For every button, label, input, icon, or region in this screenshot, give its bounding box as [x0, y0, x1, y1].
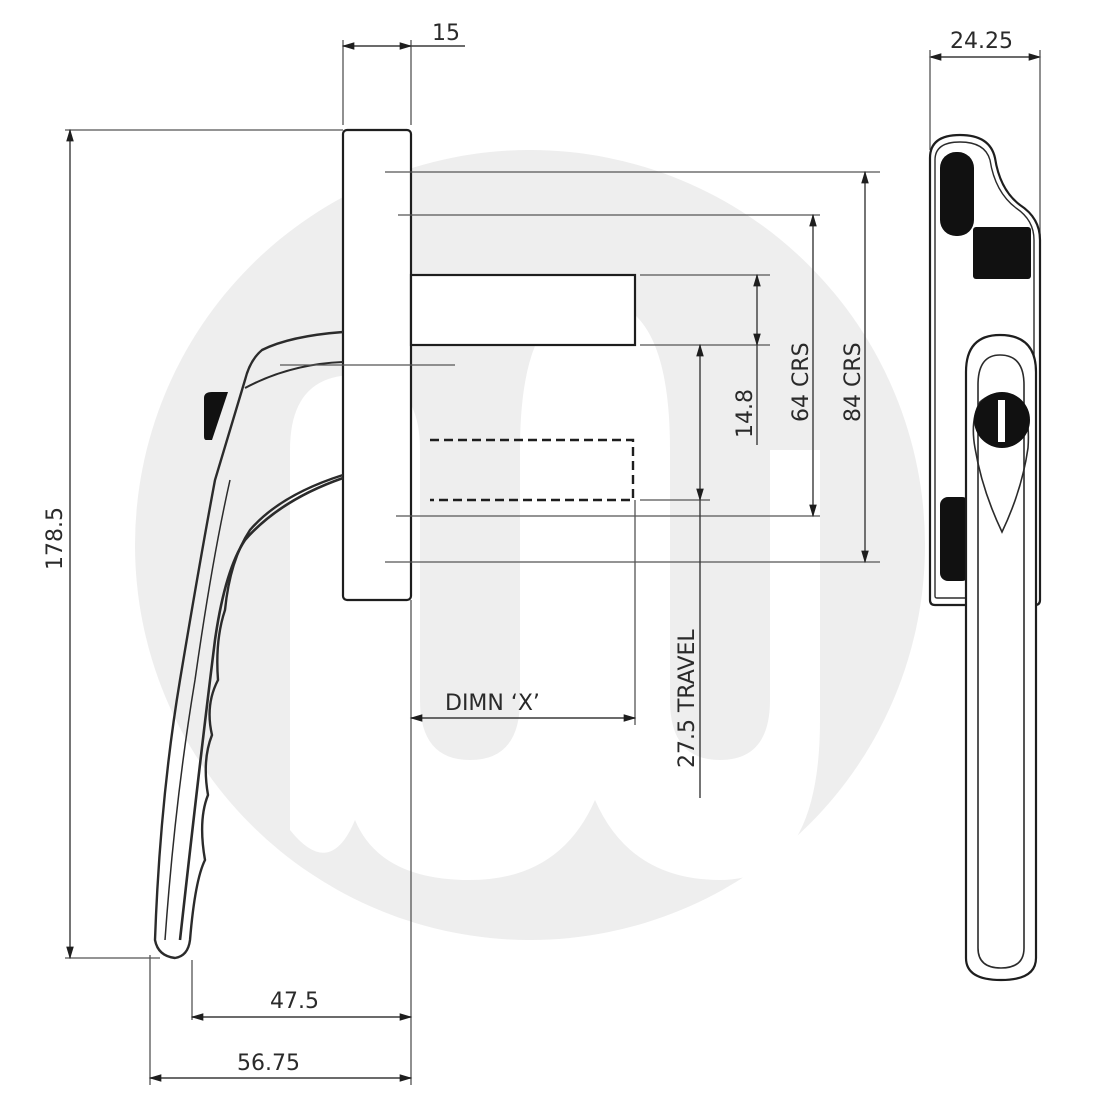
dim-label-178-5: 178.5 — [43, 507, 68, 570]
side-view — [928, 133, 1042, 982]
fixing-cover-top — [940, 152, 974, 236]
dim-label-47-5: 47.5 — [270, 989, 319, 1014]
dim-label-x: DIMN ‘X’ — [445, 691, 540, 716]
dim-label-56-75: 56.75 — [237, 1051, 300, 1076]
dimension-56-75: 56.75 — [148, 1051, 413, 1082]
fixing-cover-bottom — [940, 497, 970, 581]
dimension-84-crs: 84 CRS — [841, 170, 869, 564]
dimension-178-5: 178.5 — [43, 128, 74, 960]
spindle-travel-position — [430, 438, 635, 502]
key-slot-icon — [998, 400, 1005, 442]
dimension-24-25: 24.25 — [928, 29, 1042, 240]
dimension-14-8: 14.8 — [733, 273, 761, 445]
dimension-64-crs: 64 CRS — [789, 213, 817, 518]
dim-label-84-crs: 84 CRS — [841, 342, 866, 422]
release-button — [204, 392, 228, 440]
dim-label-24-25: 24.25 — [950, 29, 1013, 54]
handle-lever — [153, 330, 344, 960]
dim-label-travel: 27.5 TRAVEL — [675, 629, 700, 768]
dimension-x: DIMN ‘X’ — [409, 691, 637, 722]
spindle — [409, 273, 637, 347]
dimension-15: 15 — [341, 21, 465, 50]
dim-label-64-crs: 64 CRS — [789, 342, 814, 422]
dimension-47-5: 47.5 — [190, 989, 413, 1021]
dimension-travel: 27.5 TRAVEL — [675, 343, 704, 798]
side-lever-outer — [964, 333, 1038, 982]
dim-label-14-8: 14.8 — [733, 389, 758, 438]
dim-label-15: 15 — [432, 21, 460, 46]
cylinder-escutcheon — [972, 392, 1030, 534]
cam-block — [973, 227, 1031, 279]
watermark-logo — [135, 150, 925, 940]
front-view — [65, 40, 880, 1085]
